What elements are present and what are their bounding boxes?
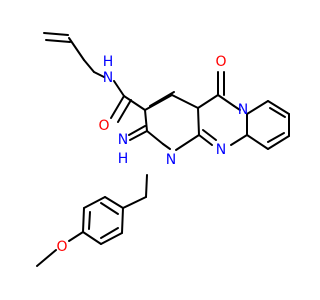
bond-benz-5b xyxy=(100,227,119,239)
amide-nitrogen-label: N xyxy=(103,70,113,86)
bond-ring-2 xyxy=(144,94,173,111)
imine-nitrogen-label: N xyxy=(118,132,128,148)
bond-benzyl-2 xyxy=(122,196,147,209)
bond-methoxy-c xyxy=(36,249,57,267)
bond-pyr-2 xyxy=(267,100,290,115)
bond-allyl-1 xyxy=(43,32,69,36)
bond-amide-n-c xyxy=(113,80,125,97)
ring-nitrogen-3-label: N xyxy=(238,102,248,118)
bond-allyl-1b xyxy=(45,39,71,43)
methoxy-oxygen-label: O xyxy=(56,239,67,255)
bond-keto-n xyxy=(217,94,235,107)
bond-pyrim-2 xyxy=(230,134,248,146)
bond-ring-1 xyxy=(144,109,148,132)
amide-oxygen-label: O xyxy=(98,118,109,134)
bond-layer xyxy=(36,32,290,267)
ring-nitrogen-2-label: N xyxy=(216,142,226,158)
bond-benz-1 xyxy=(104,196,124,209)
bond-pyr-1 xyxy=(246,100,269,115)
bond-amide-c-ring xyxy=(123,95,146,111)
bond-ring-6 xyxy=(146,130,164,145)
bond-ring-3 xyxy=(171,94,199,109)
bond-allyl-2 xyxy=(68,37,85,61)
bond-allyl-3 xyxy=(83,59,95,73)
bond-benz-2 xyxy=(83,196,106,209)
bond-imine-b xyxy=(128,125,146,136)
bond-pyr-2b xyxy=(269,107,286,118)
bond-stub-ring-n1 xyxy=(162,143,171,150)
bond-pyr-4 xyxy=(267,135,290,150)
bond-stub-ring-n3 xyxy=(233,105,241,111)
bond-methoxy-o xyxy=(68,231,84,242)
bond-benzyl-1 xyxy=(145,174,148,198)
amide-hydrogen-label: H xyxy=(103,54,114,70)
ring-nitrogen-1-label: N xyxy=(166,152,176,168)
bond-benz-6 xyxy=(121,207,124,234)
bond-stub-amide-n xyxy=(93,71,105,78)
bond-benz-3 xyxy=(82,207,85,233)
bond-benz-4 xyxy=(82,231,102,245)
bond-pyr-5 xyxy=(246,134,269,150)
bond-keto-c xyxy=(197,94,219,109)
ketone-oxygen-label: O xyxy=(215,54,226,70)
bond-amide-c-o xyxy=(110,95,125,119)
bond-pyr-4b xyxy=(267,132,285,143)
bond-benz-3b xyxy=(88,211,91,230)
bond-amide-c-o-b xyxy=(117,99,132,123)
bond-imine xyxy=(129,130,148,141)
bond-benz-1b xyxy=(100,202,119,215)
bond-benz-5 xyxy=(100,232,123,245)
bond-ring-5 xyxy=(175,134,200,151)
bond-ring-4 xyxy=(197,107,200,136)
imine-hydrogen-label: H xyxy=(118,151,129,167)
bond-ring-2b xyxy=(149,91,175,107)
bond-pyrim-1 xyxy=(198,134,213,146)
bond-pyrim-1b xyxy=(202,129,217,141)
